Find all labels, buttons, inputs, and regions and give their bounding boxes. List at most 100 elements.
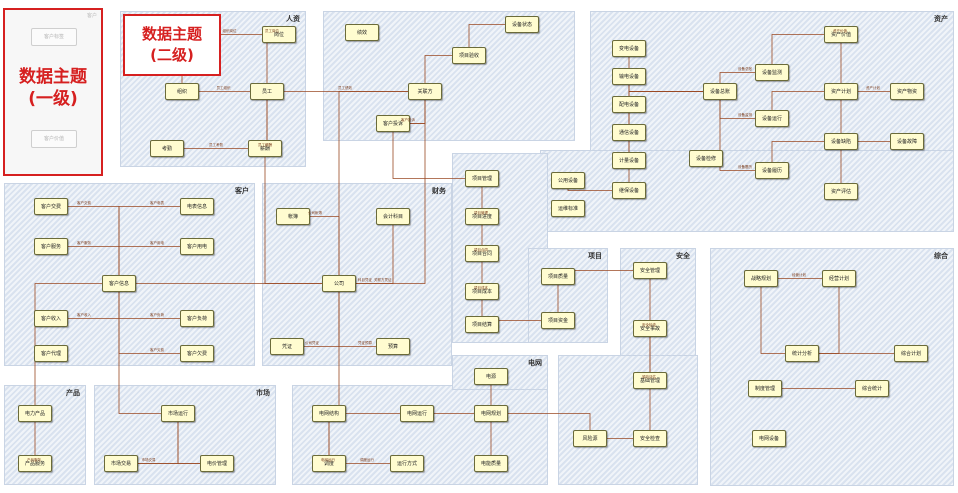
node-zhiduguanli[interactable]: 制度管理 <box>748 380 782 397</box>
node-kuaijikemu[interactable]: 会计科目 <box>376 208 410 225</box>
relationship-label: 员工岗位 <box>265 28 279 33</box>
node-shichangyunying[interactable]: 市场运行 <box>161 405 195 422</box>
node-kehufuhe[interactable]: 客户负荷 <box>180 310 214 327</box>
node-jikong[interactable]: 计量设备 <box>612 152 646 169</box>
node-xiangmuguanli[interactable]: 项目管理 <box>465 170 499 187</box>
node-jidian[interactable]: 继保设备 <box>612 182 646 199</box>
node-shebeiguzhang[interactable]: 设备故障 <box>890 133 924 150</box>
legend-level1-text: 数据主题 (一级) <box>5 66 101 110</box>
node-anquanjiancha[interactable]: 安全检查 <box>633 430 667 447</box>
legend-level1-line1: 数据主题 <box>19 67 87 87</box>
region-zonghe: 综合 <box>710 248 954 486</box>
node-peidian[interactable]: 配电设备 <box>612 96 646 113</box>
node-kehuyongdian[interactable]: 客户用电 <box>180 238 214 255</box>
relationship-label: 公司帐簿 <box>308 210 322 215</box>
node-tiaodu[interactable]: 调度 <box>312 455 346 472</box>
node-zonghejihua[interactable]: 综合计划 <box>894 345 928 362</box>
node-dianbiao[interactable]: 电表信息 <box>180 198 214 215</box>
node-tongjifenxi[interactable]: 统计分析 <box>785 345 819 362</box>
node-dianwangjiegou[interactable]: 电网结构 <box>312 405 346 422</box>
node-shichangjiage[interactable]: 电价管理 <box>200 455 234 472</box>
node-shebeijiance[interactable]: 设备监测 <box>755 64 789 81</box>
node-jingyingjihua[interactable]: 经营计划 <box>822 270 856 287</box>
node-shebeijianxiu[interactable]: 设备检修 <box>689 150 723 167</box>
legend-level2-box: 数据主题 (二级) <box>123 14 221 76</box>
relationship-label: 项目成本 <box>474 285 488 290</box>
node-xiangmujindu[interactable]: 项目进度 <box>465 208 499 225</box>
node-shichangjiaoyi[interactable]: 市场交易 <box>104 455 138 472</box>
relationship-line <box>339 216 394 284</box>
legend-sample-node-bottom: 客户价值 <box>31 130 77 148</box>
node-zichanjiazhi[interactable]: 资产价值 <box>824 26 858 43</box>
region-title: 电网 <box>528 359 542 367</box>
node-xiangmuzhiliang[interactable]: 项目质量 <box>541 268 575 285</box>
legend-sample-node-top: 客户标签 <box>31 28 77 46</box>
relationship-label: 设备履历 <box>738 164 752 169</box>
node-shebeiquexian[interactable]: 设备缺陷 <box>824 133 858 150</box>
node-kehufuwu[interactable]: 客户服务 <box>34 238 68 255</box>
node-kehuqianfei[interactable]: 客户欠费 <box>180 345 214 362</box>
node-xiangmujiesuan[interactable]: 项目结算 <box>465 316 499 333</box>
node-dianwangzhuangtai[interactable]: 电网设备 <box>752 430 786 447</box>
node-kehudaili[interactable]: 客户代理 <box>34 345 68 362</box>
node-dianneng[interactable]: 电能质量 <box>474 455 508 472</box>
node-yunweibiaozhun[interactable]: 运维标准 <box>551 200 585 217</box>
relationship-line <box>339 91 426 284</box>
node-yuangong[interactable]: 员工 <box>250 83 284 100</box>
relationship-line <box>118 283 178 414</box>
node-shebeizongzhang[interactable]: 设备总账 <box>703 83 737 100</box>
node-zonghetongji[interactable]: 综合统计 <box>855 380 889 397</box>
node-zhanlve[interactable]: 战略规划 <box>744 270 778 287</box>
node-xiangmuzijin[interactable]: 项目资金 <box>541 312 575 329</box>
relationship-label: 员工绩效 <box>338 85 352 90</box>
node-chanpinfuwu[interactable]: 产品服务 <box>18 455 52 472</box>
node-zichanwuzi[interactable]: 资产物资 <box>890 83 924 100</box>
relationship-line <box>468 24 522 56</box>
node-zuzhi[interactable]: 组织 <box>165 83 199 100</box>
node-zichanjihua[interactable]: 资产计划 <box>824 83 858 100</box>
region-anquan-b <box>558 355 698 485</box>
node-xiangmuyanshou[interactable]: 项目验收 <box>452 47 486 64</box>
node-shudian[interactable]: 输电设备 <box>612 68 646 85</box>
relationship-label: 风险评估 <box>642 374 656 379</box>
node-shebeiyunxing[interactable]: 设备运行 <box>755 110 789 127</box>
node-gongshebei[interactable]: 公用设备 <box>551 172 585 189</box>
node-tongxin[interactable]: 通信设备 <box>612 124 646 141</box>
relationship-line <box>264 148 339 284</box>
node-gangwei[interactable]: 岗位 <box>262 26 296 43</box>
node-shebeilvli[interactable]: 设备履历 <box>755 162 789 179</box>
node-dianligongcheng[interactable]: 电力产品 <box>18 405 52 422</box>
node-kehutousu[interactable]: 客户投诉 <box>376 115 410 132</box>
node-jixiao[interactable]: 绩效 <box>345 24 379 41</box>
node-yunxingfangshi[interactable]: 运行方式 <box>390 455 424 472</box>
node-fengxianyuan[interactable]: 风险源 <box>573 430 607 447</box>
node-guanlianfang[interactable]: 关联方 <box>408 83 442 100</box>
node-kehushouru[interactable]: 客户收入 <box>34 310 68 327</box>
node-anquanguanli[interactable]: 安全管理 <box>633 262 667 279</box>
node-pingzheng[interactable]: 凭证 <box>270 338 304 355</box>
relationship-line <box>760 278 802 354</box>
relationship-label: 客户欠费 <box>150 347 164 352</box>
node-jichuguanli[interactable]: 基础管理 <box>633 372 667 389</box>
node-zichanpinggu[interactable]: 资产评估 <box>824 183 858 200</box>
relationship-label: 电网运行 <box>321 457 335 462</box>
node-xiangmuchengben[interactable]: 项目成本 <box>465 283 499 300</box>
node-yusuan[interactable]: 预算 <box>376 338 410 355</box>
node-zhangbu[interactable]: 帐簿 <box>276 208 310 225</box>
node-xinchou[interactable]: 薪酬 <box>248 140 282 157</box>
legend-region-tag: 客户 <box>86 13 97 19</box>
node-kaoqin[interactable]: 考勤 <box>150 140 184 157</box>
node-kehuxinxi[interactable]: 客户信息 <box>102 275 136 292</box>
relationship-label: 客户投诉 <box>401 117 415 122</box>
relationship-line <box>771 91 841 119</box>
relationship-label: 客户电表 <box>150 200 164 205</box>
node-anquanshigu[interactable]: 安全事故 <box>633 320 667 337</box>
node-kehujiaofei[interactable]: 客户交费 <box>34 198 68 215</box>
node-gongsi[interactable]: 公司 <box>322 275 356 292</box>
node-dianwangyunxing[interactable]: 电网运行 <box>400 405 434 422</box>
node-shebeizhuangtai[interactable]: 设备状态 <box>505 16 539 33</box>
node-dianwangguihua[interactable]: 电网规划 <box>474 405 508 422</box>
node-biandian[interactable]: 变电设备 <box>612 40 646 57</box>
node-dianyuan[interactable]: 电源 <box>474 368 508 385</box>
node-xiangmuhetong[interactable]: 项目合同 <box>465 245 499 262</box>
